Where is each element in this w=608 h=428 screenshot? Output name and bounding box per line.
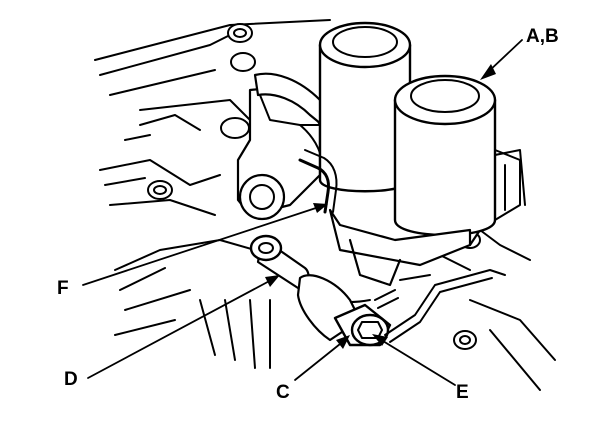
arrowhead-c [336,335,350,349]
arrowhead-e [372,334,388,346]
leader-line-d [87,277,276,379]
callout-label-d: D [64,369,78,390]
leader-line-f [82,204,326,286]
pin-d [249,234,310,290]
valve-body [328,208,472,287]
cylinder-b [393,74,521,237]
engine-background-structure [94,19,556,391]
wire-line [384,269,506,343]
leader-line-ab [487,39,523,73]
arrowhead-f [313,203,328,213]
callout-label-e: E [456,382,469,403]
cylinder-a [318,21,412,193]
callout-label-f: F [57,278,69,299]
leader-lines [82,39,523,386]
callout-label-c: C [276,382,290,403]
arrowhead-ab [480,64,496,80]
arrowhead-d [265,275,280,287]
leader-line-e [377,337,456,386]
callout-label-ab: A,B [526,26,559,47]
engine-bolt-heads [147,23,481,350]
leader-arrowheads [265,64,496,349]
brake-line-f [298,149,338,214]
leader-line-c [294,339,346,381]
mounting-bracket [236,83,323,221]
